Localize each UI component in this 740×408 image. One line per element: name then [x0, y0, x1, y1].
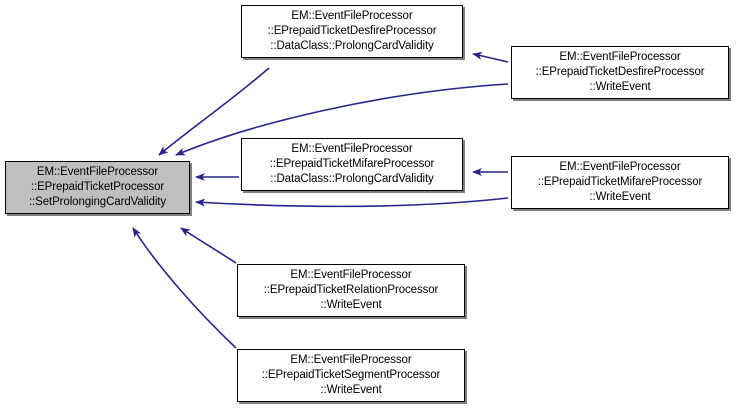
edge-relation-writeevent-to-current	[180, 227, 237, 264]
node-line: ::SetProlongingCardValidity	[28, 196, 167, 208]
node-line: EM::EventFileProcessor	[559, 161, 681, 173]
node-line: ::EPrepaidTicketRelationProcessor	[263, 284, 439, 296]
node-line: EM::EventFileProcessor	[290, 354, 412, 366]
node-desfire-writeevent[interactable]: EM::EventFileProcessor ::EPrepaidTicketD…	[511, 46, 729, 99]
node-line: ::EPrepaidTicketDesfireProcessor	[535, 66, 705, 78]
node-line: EM::EventFileProcessor	[291, 143, 413, 155]
node-line: ::WriteEvent	[589, 191, 651, 203]
node-line: EM::EventFileProcessor	[36, 166, 159, 178]
edge-mifare-writeevent-to-current	[195, 197, 509, 208]
node-set-prolonging-card-validity[interactable]: EM::EventFileProcessor ::EPrepaidTicketP…	[5, 161, 190, 214]
node-line: ::DataClass::ProlongCardValidity	[270, 40, 434, 52]
node-line: ::EPrepaidTicketSegmentProcessor	[261, 369, 441, 381]
node-mifare-writeevent[interactable]: EM::EventFileProcessor ::EPrepaidTicketM…	[511, 156, 729, 209]
node-line: ::EPrepaidTicketMifareProcessor	[269, 158, 435, 170]
node-line: ::EPrepaidTicketProcessor	[30, 181, 165, 193]
node-relation-writeevent[interactable]: EM::EventFileProcessor ::EPrepaidTicketR…	[237, 264, 465, 317]
node-line: ::WriteEvent	[320, 299, 382, 311]
node-line: ::WriteEvent	[320, 384, 382, 396]
edge-desfire-dataclass-to-current	[158, 67, 270, 156]
node-line: ::WriteEvent	[589, 81, 651, 93]
node-line: EM::EventFileProcessor	[290, 269, 412, 281]
edge-desfire-writeevent-to-dataclass	[472, 51, 509, 63]
node-line: EM::EventFileProcessor	[559, 51, 681, 63]
node-line: ::DataClass::ProlongCardValidity	[270, 173, 434, 185]
node-line: ::EPrepaidTicketMifareProcessor	[537, 176, 703, 188]
node-segment-writeevent[interactable]: EM::EventFileProcessor ::EPrepaidTicketS…	[237, 349, 465, 402]
node-mifare-dataclass-prolongcardvalidity[interactable]: EM::EventFileProcessor ::EPrepaidTicketM…	[241, 138, 463, 191]
node-line: ::EPrepaidTicketDesfireProcessor	[267, 25, 437, 37]
node-desfire-dataclass-prolongcardvalidity[interactable]: EM::EventFileProcessor ::EPrepaidTicketD…	[241, 5, 463, 58]
node-line: EM::EventFileProcessor	[291, 10, 413, 22]
edge-desfire-writeevent-to-current	[175, 83, 509, 156]
edge-segment-writeevent-to-current	[132, 227, 237, 349]
